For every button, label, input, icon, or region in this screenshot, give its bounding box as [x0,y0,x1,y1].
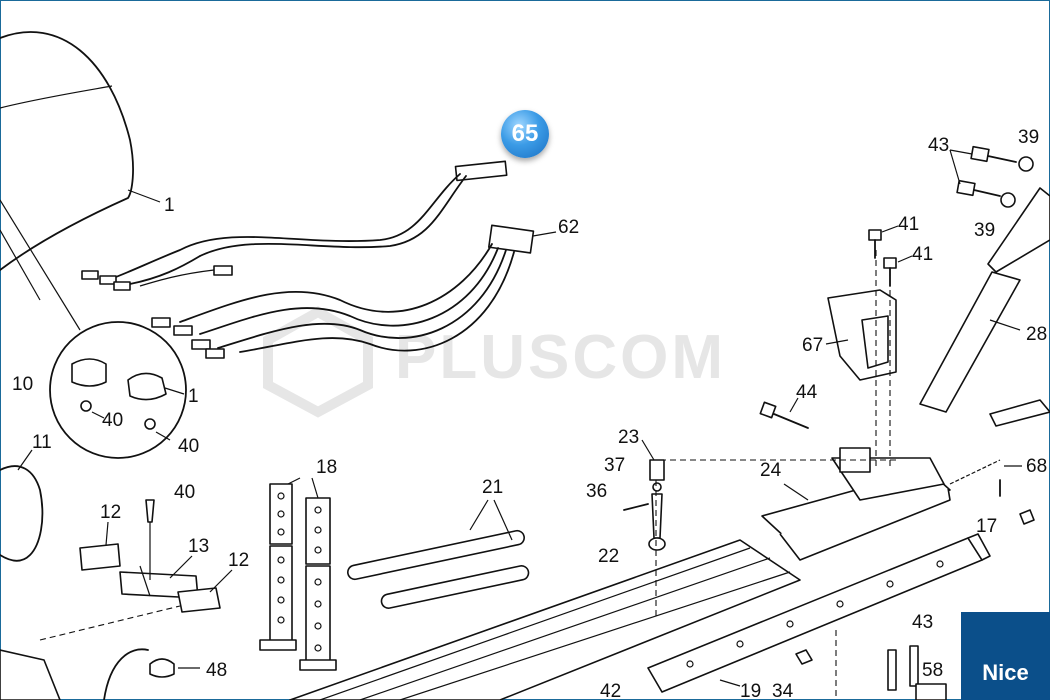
callout-36: 36 [586,481,607,502]
bracket-67 [825,250,897,470]
callout-58: 58 [922,660,943,681]
motor-body [0,449,44,562]
callout-12b: 12 [228,550,249,571]
callout-17: 17 [976,516,997,537]
wire-harness-62 [151,224,557,359]
arm-28 [919,187,1050,427]
misc-parts [0,630,947,700]
screw-44 [759,397,809,429]
callout-10: 10 [12,374,33,395]
brackets-18 [259,477,337,671]
highlight-badge-65[interactable]: 65 [501,110,549,158]
detail-circle [49,321,187,459]
screws-43 [949,145,1034,208]
callout-40c: 40 [178,436,199,457]
callout-28: 28 [1026,324,1047,345]
callout-41b: 41 [912,244,933,265]
callout-41a: 41 [898,214,919,235]
callout-1b: 1 [188,386,199,407]
callout-39a: 39 [1018,127,1039,148]
callout-40a: 40 [174,482,195,503]
wire-harness-65 [81,160,508,291]
callout-19: 19 [740,681,761,700]
watermark-text: PLUSCOM [395,323,726,392]
screws-41 [868,225,913,287]
callout-39b: 39 [974,220,995,241]
microswitch-assembly [39,499,233,641]
rail [289,539,801,700]
callout-21: 21 [482,477,503,498]
callout-12a: 12 [100,502,121,523]
callout-24: 24 [760,460,782,481]
callout-43a: 43 [928,135,949,156]
callout-23: 23 [618,427,639,448]
chain-68 [949,459,1035,525]
callout-44: 44 [796,382,818,403]
shaft-assembly [623,439,666,620]
callout-42: 42 [600,681,621,700]
callout-43b: 43 [912,612,933,633]
carriage-24 [660,447,951,561]
callout-34: 34 [772,681,794,700]
callout-62: 62 [558,217,579,238]
callout-67: 67 [802,335,823,356]
callout-40b: 40 [102,410,123,431]
callout-48: 48 [206,660,227,681]
callout-labels: 1 1 10 11 12 12 13 17 18 19 21 22 23 24 … [12,127,1047,700]
cable-chain-21 [347,499,530,609]
perforated-bar-19 [647,533,991,693]
nice-logo: Nice [961,612,1050,700]
motor-cover [0,31,161,331]
watermark: PLUSCOM [263,306,726,418]
callout-18: 18 [316,457,337,478]
callout-22: 22 [598,546,619,567]
callout-68: 68 [1026,456,1047,477]
callout-1a: 1 [164,195,175,216]
callout-37: 37 [604,455,625,476]
callout-13: 13 [188,536,209,557]
callout-11: 11 [32,432,52,453]
